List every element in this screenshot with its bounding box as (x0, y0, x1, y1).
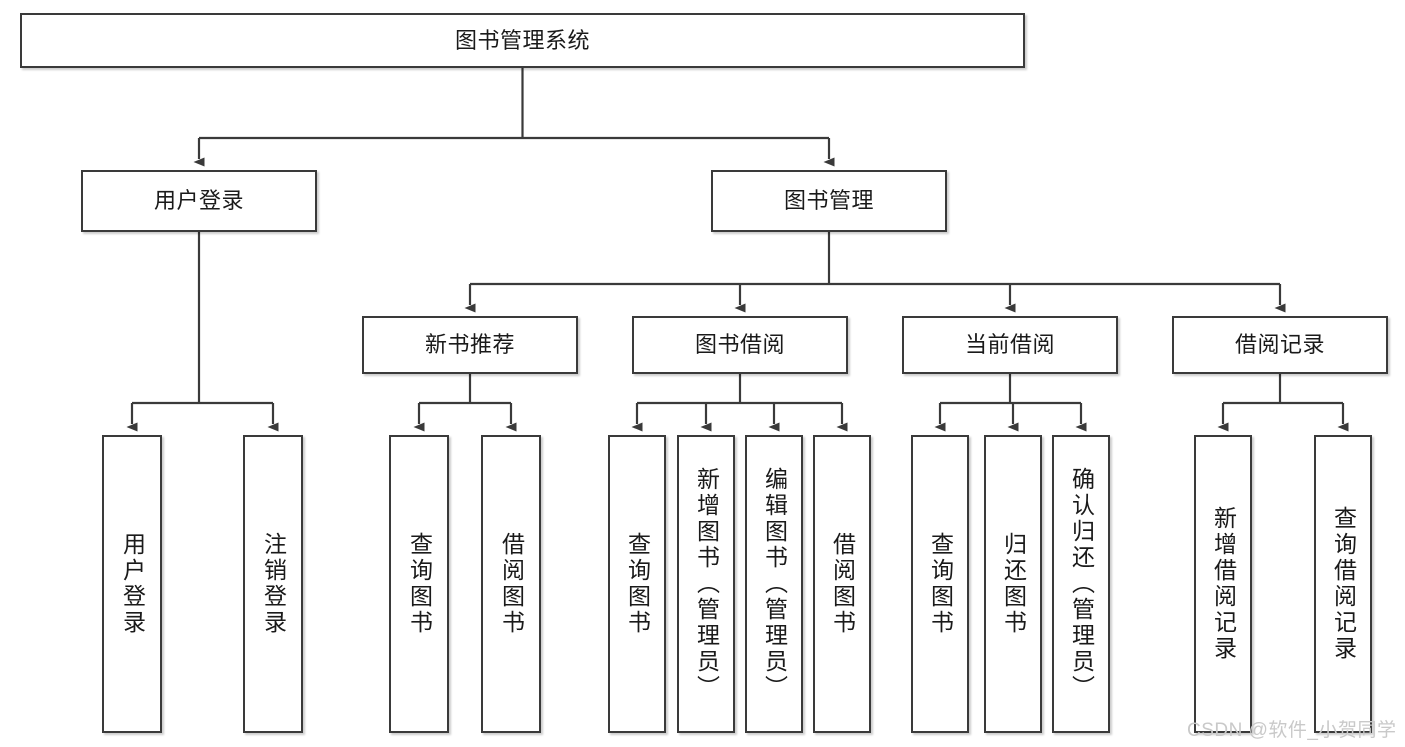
node-root[interactable]: 图书管理系统 (20, 13, 1025, 68)
node-label: 用户登录 (119, 532, 146, 636)
node-label: 新增图书（管理员） (693, 467, 720, 701)
node-label: 注销登录 (260, 532, 287, 636)
node-leaf-return[interactable]: 归还图书 (984, 435, 1042, 733)
node-bookmgmt[interactable]: 图书管理 (711, 170, 947, 232)
node-newbook[interactable]: 新书推荐 (362, 316, 578, 374)
node-label: 新书推荐 (424, 332, 515, 358)
node-label: 借阅图书 (498, 532, 525, 636)
node-label: 当前借阅 (964, 332, 1055, 358)
node-leaf-add-record[interactable]: 新增借阅记录 (1194, 435, 1252, 733)
node-label: 查询图书 (406, 532, 433, 636)
node-label: 图书管理 (783, 188, 874, 214)
node-leaf-query-3[interactable]: 查询图书 (911, 435, 969, 733)
node-leaf-query-1[interactable]: 查询图书 (389, 435, 449, 733)
node-label: 新增借阅记录 (1210, 506, 1237, 662)
watermark: CSDN @软件_小贺同学 (1187, 720, 1397, 741)
node-label: 图书管理系统 (454, 27, 590, 53)
node-label: 用户登录 (153, 188, 244, 214)
node-label: 确认归还（管理员） (1068, 467, 1095, 701)
node-borrow[interactable]: 图书借阅 (632, 316, 848, 374)
node-label: 借阅记录 (1234, 332, 1325, 358)
node-label: 借阅图书 (829, 532, 856, 636)
node-leaf-borrow-2[interactable]: 借阅图书 (813, 435, 871, 733)
node-label: 查询图书 (624, 532, 651, 636)
node-label: 查询图书 (927, 532, 954, 636)
node-leaf-login[interactable]: 用户登录 (102, 435, 162, 733)
node-leaf-query-record[interactable]: 查询借阅记录 (1314, 435, 1372, 733)
node-label: 查询借阅记录 (1330, 506, 1357, 662)
node-label: 图书借阅 (694, 332, 785, 358)
node-records[interactable]: 借阅记录 (1172, 316, 1388, 374)
node-leaf-add-book[interactable]: 新增图书（管理员） (677, 435, 735, 733)
node-label: 编辑图书（管理员） (761, 467, 788, 701)
node-leaf-logout[interactable]: 注销登录 (243, 435, 303, 733)
node-leaf-edit-book[interactable]: 编辑图书（管理员） (745, 435, 803, 733)
node-login[interactable]: 用户登录 (81, 170, 317, 232)
node-current[interactable]: 当前借阅 (902, 316, 1118, 374)
node-leaf-confirm[interactable]: 确认归还（管理员） (1052, 435, 1110, 733)
node-leaf-query-2[interactable]: 查询图书 (608, 435, 666, 733)
node-label: 归还图书 (1000, 532, 1027, 636)
node-leaf-borrow-1[interactable]: 借阅图书 (481, 435, 541, 733)
